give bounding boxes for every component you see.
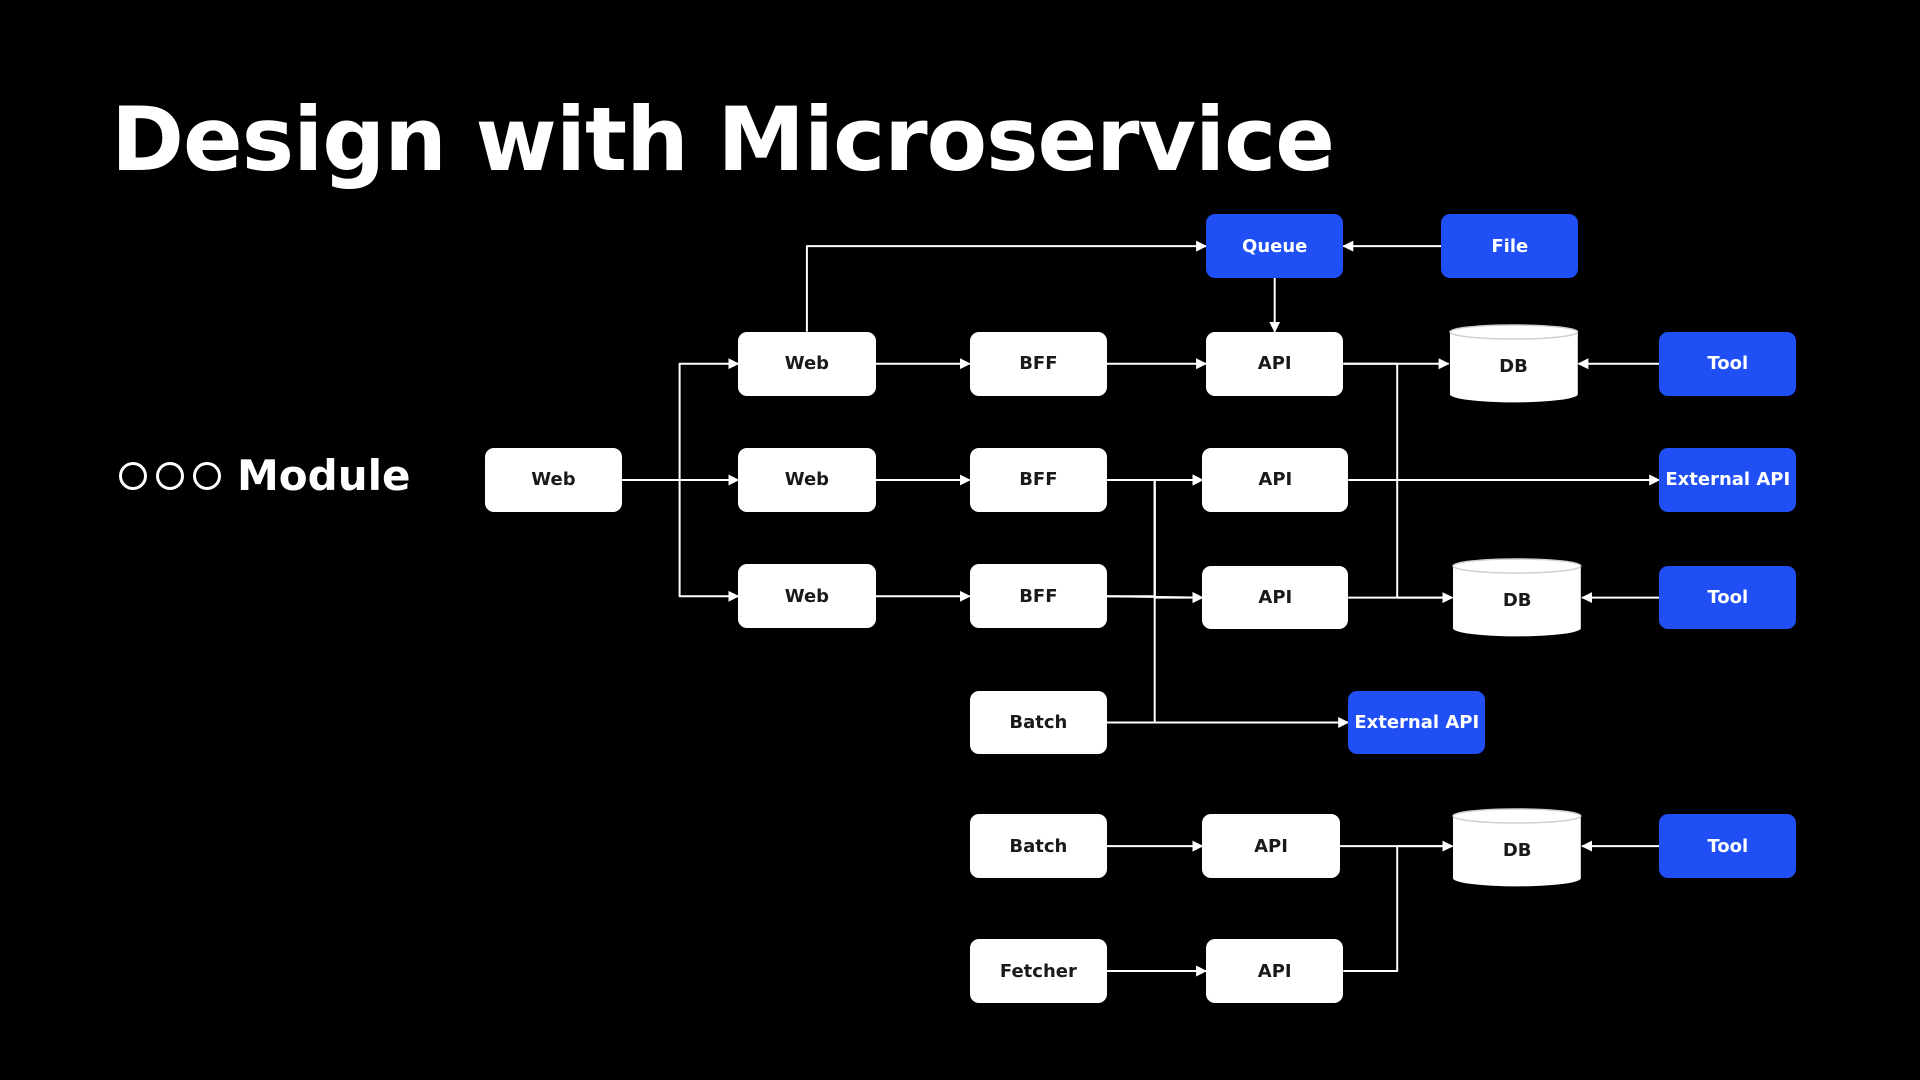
node-label: BFF [1019, 469, 1058, 491]
circle-icon [156, 462, 184, 490]
node-db-1: DB [1448, 324, 1579, 403]
node-label: Fetcher [999, 960, 1077, 982]
node-web-1: Web [738, 331, 876, 396]
database-icon [1452, 808, 1582, 887]
node-file: File [1441, 214, 1579, 278]
edge-web_entry-to-web_1 [622, 358, 740, 481]
node-tool-2: Tool [1659, 565, 1797, 630]
edge-batch_1-to-api_2 [1106, 474, 1204, 724]
node-tool-1: Tool [1659, 331, 1797, 396]
node-label: API [1258, 587, 1293, 609]
node-bff-2: BFF [969, 448, 1107, 512]
node-ext-api-mid: External API [1348, 690, 1486, 755]
node-api-5: API [1206, 939, 1344, 1003]
node-batch-1: Batch [969, 690, 1107, 755]
node-label: Queue [1242, 235, 1308, 257]
node-web-3: Web [738, 564, 876, 629]
circle-icon [193, 462, 221, 490]
node-label: API [1257, 353, 1292, 375]
node-api-3: API [1202, 565, 1349, 630]
node-label: External API [1354, 711, 1480, 733]
node-label: DB [1502, 839, 1532, 861]
node-label: DB [1502, 590, 1532, 612]
slide-title: Design with Microservice [111, 88, 1335, 191]
node-label: Tool [1707, 587, 1749, 609]
node-label: Web [531, 469, 576, 491]
database-icon [1448, 324, 1579, 403]
node-tool-3: Tool [1659, 814, 1797, 878]
database-icon [1452, 558, 1582, 637]
edge-web_1-to-queue [805, 240, 1208, 332]
node-api-2: API [1202, 448, 1349, 512]
node-api-1: API [1206, 331, 1344, 396]
node-bff-3: BFF [969, 564, 1107, 629]
node-queue: Queue [1206, 214, 1344, 278]
node-db-3: DB [1452, 808, 1582, 887]
node-label: Tool [1707, 835, 1749, 857]
node-label: Web [784, 469, 830, 491]
edge-api_5-to-db_3 [1343, 840, 1454, 972]
circle-icon [119, 462, 147, 490]
node-label: Batch [1009, 835, 1068, 857]
node-fetcher: Fetcher [969, 939, 1107, 1003]
module-label: Module [237, 451, 411, 500]
edge-web_entry-to-web_3 [622, 479, 740, 602]
node-label: BFF [1019, 353, 1058, 375]
node-label: API [1257, 960, 1292, 982]
node-label: DB [1499, 356, 1528, 378]
node-label: Web [784, 353, 830, 375]
node-ext-api-right: External API [1659, 448, 1797, 512]
node-web-entry: Web [484, 448, 623, 512]
node-batch-2: Batch [969, 814, 1107, 878]
node-label: External API [1665, 469, 1791, 491]
module-heading: Module [119, 448, 411, 504]
node-label: Batch [1009, 711, 1068, 733]
node-db-2: DB [1452, 558, 1582, 637]
node-web-2: Web [738, 448, 876, 512]
node-label: Web [784, 585, 830, 607]
node-api-4: API [1202, 814, 1340, 878]
node-label: File [1491, 235, 1529, 257]
node-bff-1: BFF [969, 331, 1107, 396]
node-label: BFF [1019, 585, 1058, 607]
node-label: Tool [1707, 353, 1749, 375]
node-label: API [1254, 835, 1288, 857]
node-label: API [1258, 469, 1293, 491]
